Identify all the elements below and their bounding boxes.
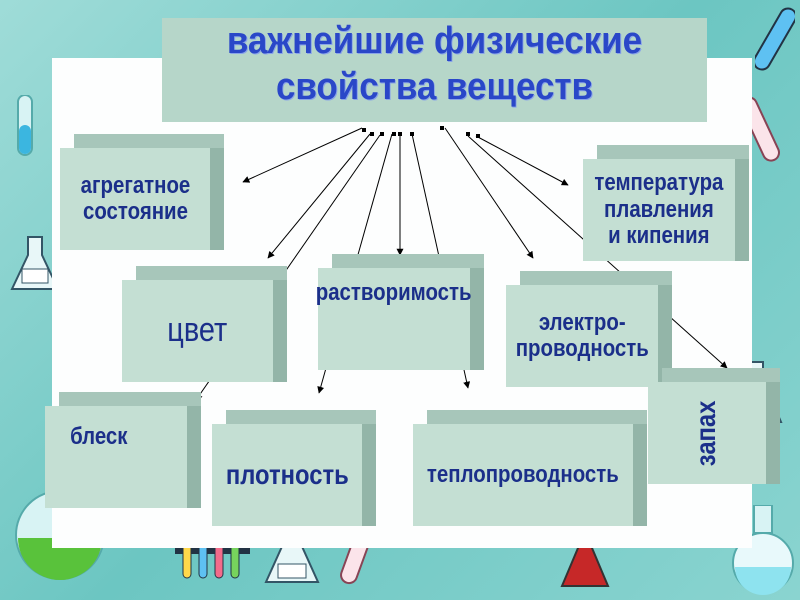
blue-flask-icon bbox=[732, 505, 794, 595]
arrow-to-melting-point bbox=[475, 135, 569, 186]
arrow-to-aggregate-state bbox=[242, 127, 363, 183]
title-box: важнейшие физические свойства веществ bbox=[162, 18, 707, 122]
property-box-gloss: блеск bbox=[45, 392, 201, 508]
property-label: плотность bbox=[225, 458, 349, 490]
property-box-color: цвет bbox=[122, 266, 287, 382]
title-line-2: свойства веществ bbox=[275, 66, 594, 108]
property-label: теплопроводность bbox=[427, 460, 619, 488]
test-tube-blue-icon bbox=[755, 7, 795, 71]
property-box-conductivity: электро- проводность bbox=[506, 271, 672, 387]
property-box-smell: запах bbox=[648, 368, 780, 484]
property-box-solubility: растворимость bbox=[316, 254, 484, 370]
property-label: температура плавления и кипения bbox=[594, 169, 724, 250]
property-label: агрегатное состояние bbox=[80, 171, 190, 225]
title-line-1: важнейшие физические bbox=[226, 20, 643, 62]
test-tube-icon bbox=[17, 95, 33, 156]
property-box-melting-boiling: температура плавления и кипения bbox=[583, 145, 749, 261]
property-label: электро- проводность bbox=[515, 308, 649, 362]
property-box-aggregate-state: агрегатное состояние bbox=[60, 134, 224, 250]
arrow-to-color bbox=[267, 133, 371, 259]
property-box-thermal-conductivity: теплопроводность bbox=[413, 410, 647, 526]
property-label: растворимость bbox=[316, 279, 472, 306]
property-label: запах bbox=[690, 400, 722, 466]
property-box-density: плотность bbox=[212, 410, 376, 526]
arrow-to-conductivity bbox=[444, 127, 534, 259]
property-label: цвет bbox=[167, 311, 228, 350]
property-label: блеск bbox=[70, 423, 128, 450]
